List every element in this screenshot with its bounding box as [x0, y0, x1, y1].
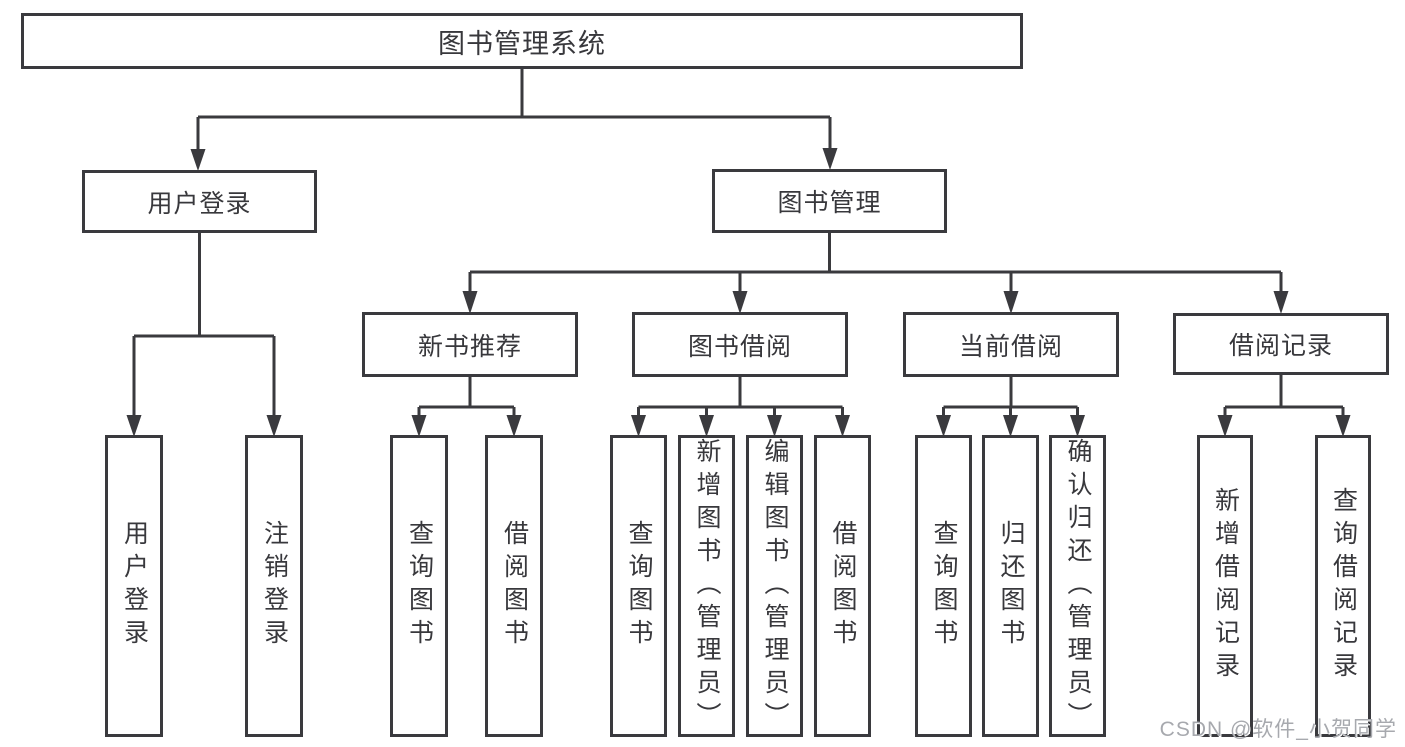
leaf-confirm-return-admin-label: 确认归还（管理员）	[1064, 437, 1092, 735]
leaf-query-books-current-label: 查询图书	[930, 520, 958, 652]
leaf-query-borrow-record-label: 查询借阅记录	[1329, 487, 1358, 685]
leaf-query-books-recommend-label: 查询图书	[405, 520, 434, 652]
leaf-user-login: 用户登录	[105, 435, 163, 737]
node-new-book-recommend: 新书推荐	[362, 312, 578, 377]
leaf-add-book-admin: 新增图书（管理员）	[678, 435, 735, 737]
leaf-add-book-admin-label: 新增图书（管理员）	[693, 437, 721, 735]
leaf-add-borrow-record-label: 新增借阅记录	[1211, 487, 1240, 685]
leaf-return-book-label: 归还图书	[997, 520, 1025, 652]
leaf-borrow-books-label: 借阅图书	[829, 520, 857, 652]
leaf-logout-label: 注销登录	[260, 520, 289, 652]
leaf-query-books-borrow: 查询图书	[610, 435, 667, 737]
node-current-borrow: 当前借阅	[903, 312, 1119, 377]
leaf-query-books-recommend: 查询图书	[390, 435, 448, 737]
leaf-borrow-books-recommend-label: 借阅图书	[500, 520, 529, 652]
leaf-query-books-current: 查询图书	[915, 435, 972, 737]
node-user-login-label: 用户登录	[147, 189, 252, 218]
leaf-confirm-return-admin: 确认归还（管理员）	[1049, 435, 1106, 737]
leaf-query-borrow-record: 查询借阅记录	[1315, 435, 1371, 737]
node-borrow-records-label: 借阅记录	[1228, 332, 1333, 360]
node-root-label: 图书管理系统	[438, 28, 606, 59]
node-current-borrow-label: 当前借阅	[958, 332, 1063, 361]
leaf-query-books-borrow-label: 查询图书	[625, 520, 653, 652]
leaf-edit-book-admin: 编辑图书（管理员）	[746, 435, 803, 737]
node-book-management-label: 图书管理	[777, 189, 882, 217]
node-new-book-recommend-label: 新书推荐	[417, 332, 522, 361]
node-book-borrow: 图书借阅	[632, 312, 848, 377]
node-book-management: 图书管理	[712, 169, 947, 233]
leaf-add-borrow-record: 新增借阅记录	[1197, 435, 1253, 737]
node-book-borrow-label: 图书借阅	[687, 332, 792, 361]
csdn-watermark: CSDN @软件_小贺同学	[1159, 718, 1397, 741]
leaf-user-login-label: 用户登录	[120, 520, 149, 652]
node-root: 图书管理系统	[21, 13, 1023, 69]
node-borrow-records: 借阅记录	[1173, 313, 1389, 375]
leaf-logout: 注销登录	[245, 435, 303, 737]
leaf-borrow-books-recommend: 借阅图书	[485, 435, 543, 737]
node-user-login: 用户登录	[82, 170, 317, 233]
leaf-return-book: 归还图书	[982, 435, 1039, 737]
leaf-edit-book-admin-label: 编辑图书（管理员）	[761, 437, 789, 735]
leaf-borrow-books: 借阅图书	[814, 435, 871, 737]
